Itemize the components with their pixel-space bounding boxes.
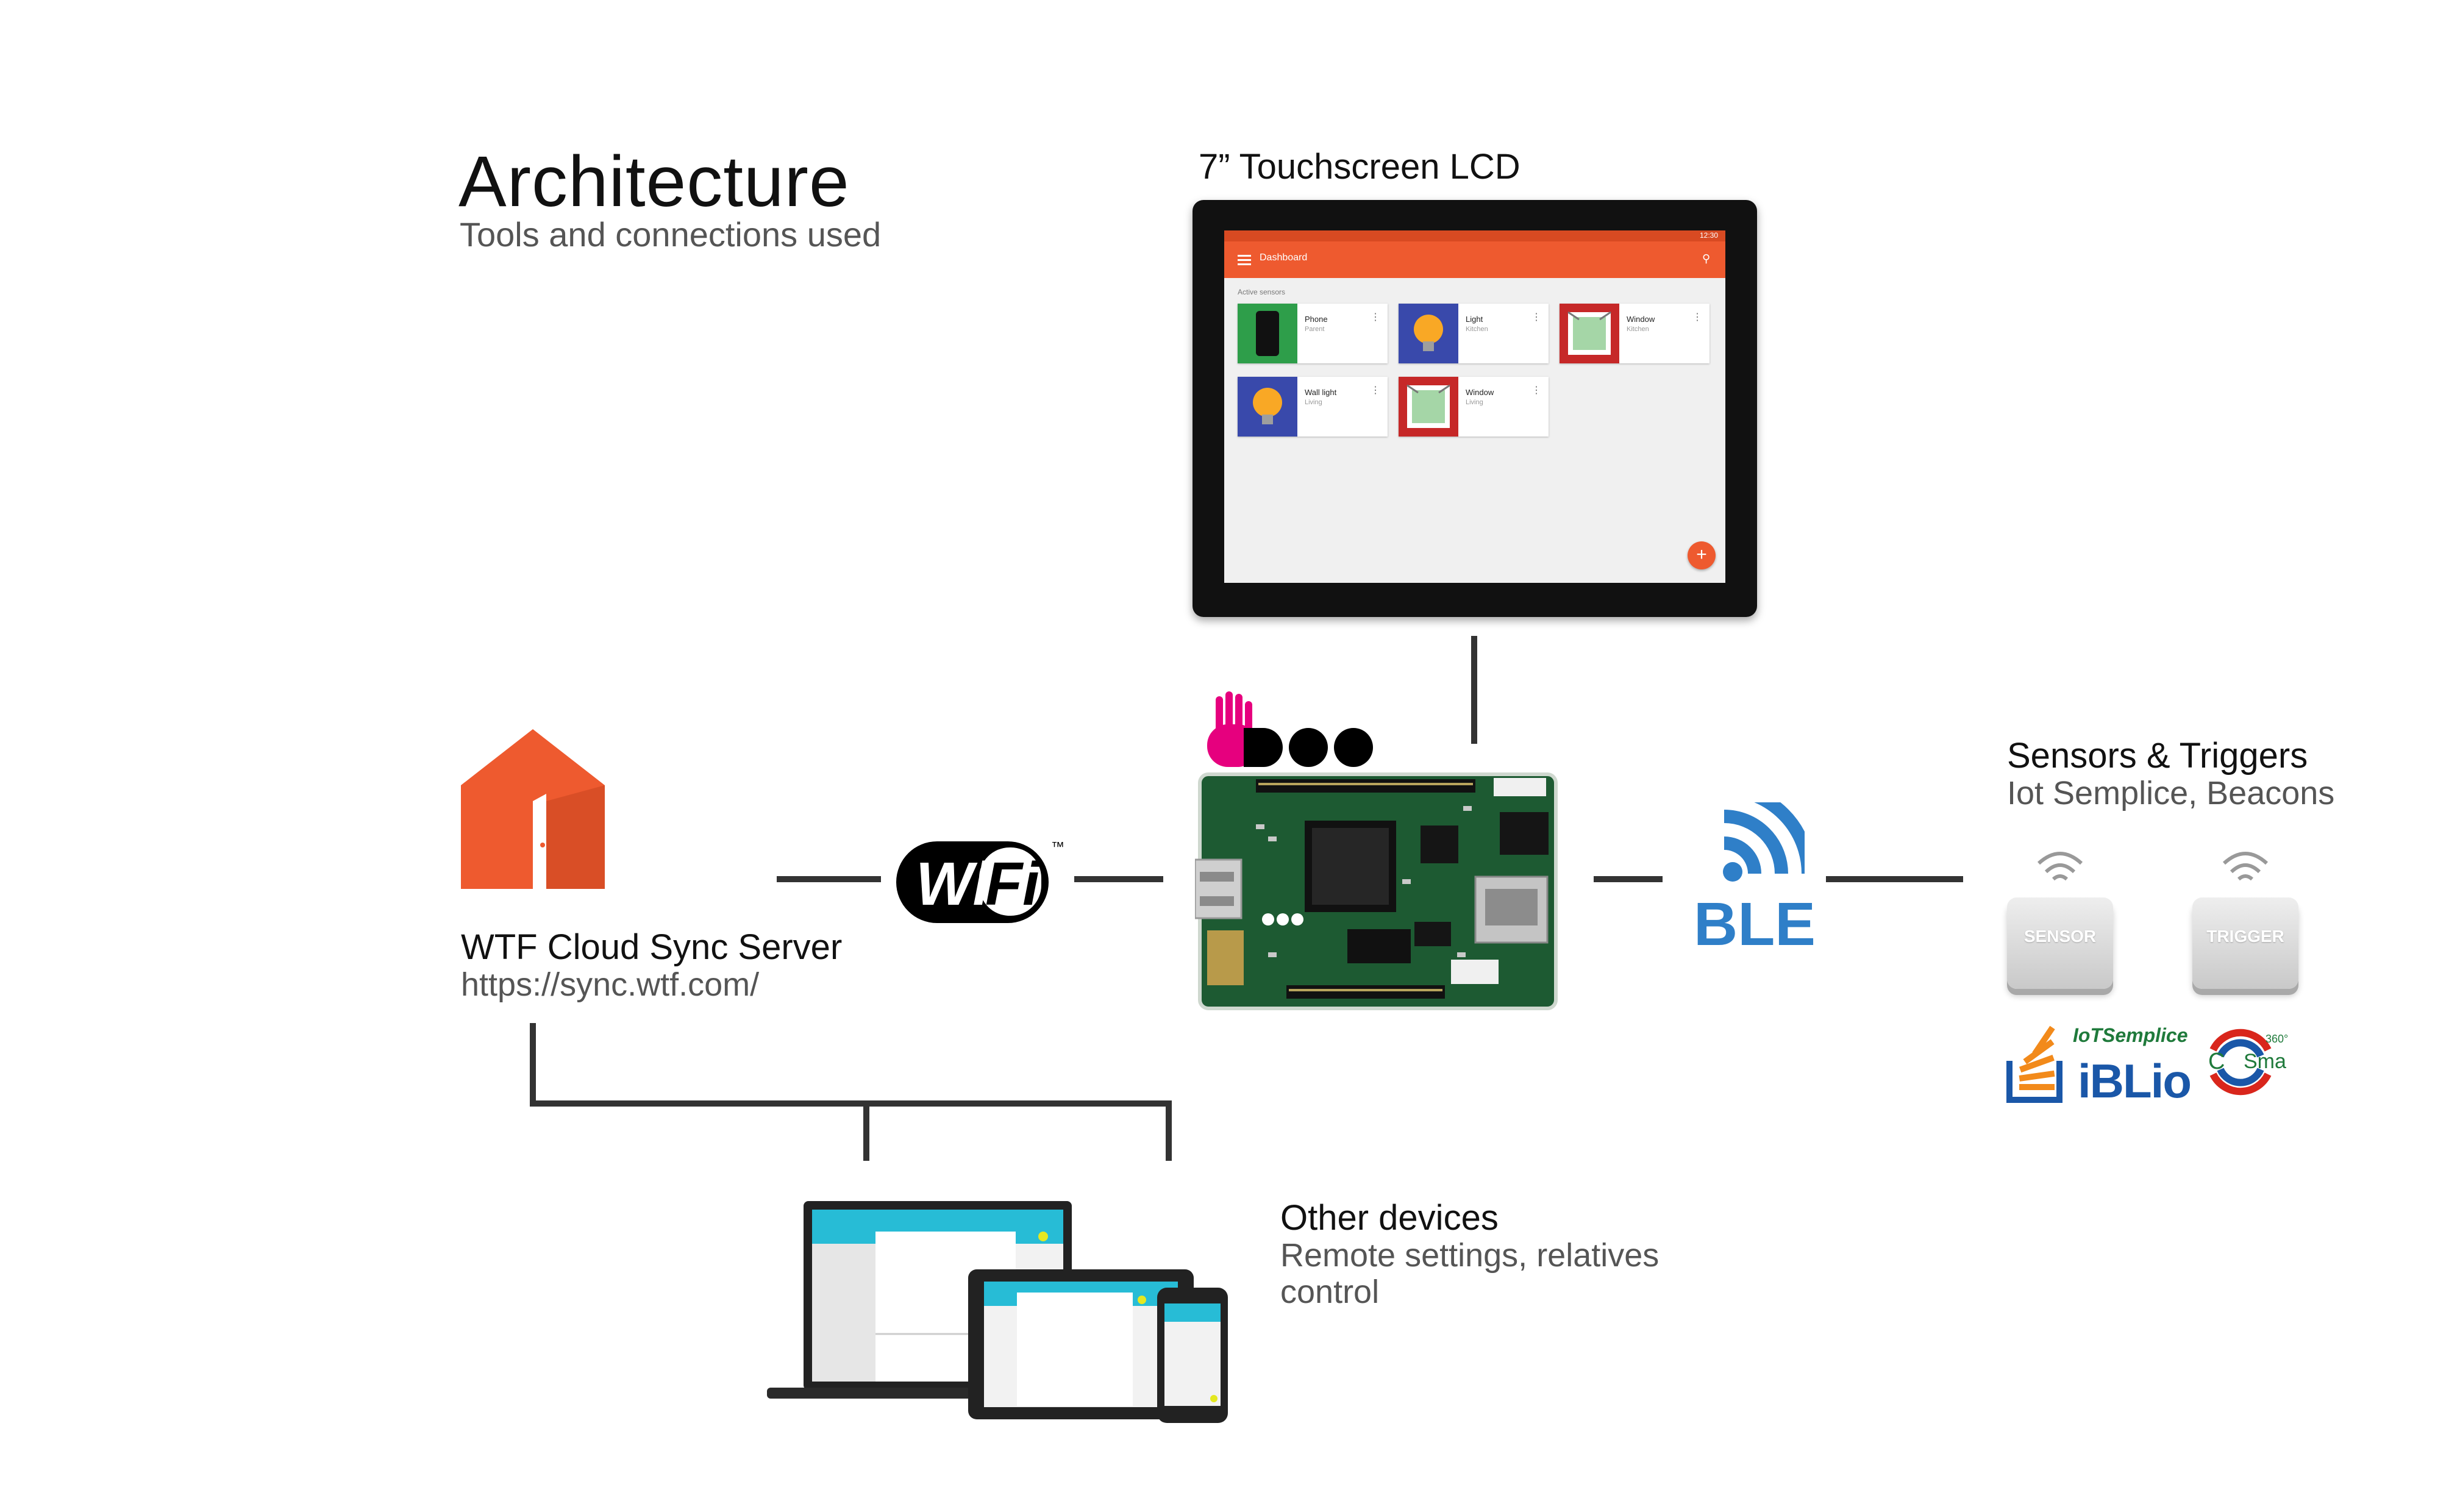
card-name: Window [1627,315,1655,324]
home-icon [461,729,605,889]
add-sensor-button[interactable]: + [1688,541,1716,569]
menu-icon[interactable] [1238,255,1251,265]
page-subtitle: Tools and connections used [460,215,882,254]
more-vert-icon[interactable]: ⋮ [1531,312,1541,323]
wifi-text-right: Fi [985,850,1039,918]
card-name: Wall light [1305,388,1337,397]
card-room: Kitchen [1627,326,1649,333]
card-room: Living [1466,399,1483,406]
search-icon[interactable]: ⚲ [1702,252,1711,265]
other-devices-illustration [767,1201,1228,1423]
cosma-logo-icon [2209,1029,2272,1096]
page-title: Architecture [458,141,850,222]
section-label: Active sensors [1238,288,1286,296]
wifi-trademark: ™ [1051,839,1064,854]
devices-sublabel-1: Remote settings, relatives [1280,1237,1660,1274]
tablet-icon [968,1269,1194,1419]
trigger-chip[interactable]: TRIGGER [2192,897,2298,989]
more-vert-icon[interactable]: ⋮ [1692,312,1702,323]
iotsemplice-stack-icon [2006,1025,2062,1103]
sensor-wireless-icon [2037,852,2083,881]
app-title: Dashboard [1260,252,1308,263]
ble-signal-icon [1723,802,1805,882]
app-bar: 12:30 Dashboard ⚲ [1224,230,1725,278]
wifi-text-left: Wi [916,850,990,918]
lightbulb-icon [1399,304,1458,363]
trigger-chip-label: TRIGGER [2206,927,2284,946]
sensor-chip[interactable]: SENSOR [2007,897,2113,989]
card-name: Phone [1305,315,1328,324]
card-name: Light [1466,315,1483,324]
server-label: WTF Cloud Sync Server [461,927,843,967]
cosma-sma: Sma [2244,1050,2286,1073]
cosma-c: C [2208,1049,2225,1074]
trigger-wireless-icon [2222,852,2269,881]
iotsemplice-logo: IoTSemplice [2073,1024,2188,1046]
window-icon [1399,377,1458,437]
phone-icon [1157,1288,1228,1423]
phone-icon [1238,304,1297,363]
more-vert-icon[interactable]: ⋮ [1371,385,1380,396]
more-vert-icon[interactable]: ⋮ [1371,312,1380,323]
window-icon [1560,304,1619,363]
card-room: Parent [1305,326,1325,333]
server-url[interactable]: https://sync.wtf.com/ [461,966,760,1003]
sensor-chip-label: SENSOR [2023,927,2097,946]
sensors-sublabel: Iot Semplice, Beacons [2007,775,2335,811]
iblio-logo: iBLio [2078,1054,2192,1108]
line-server-devices [530,1023,1172,1161]
devices-label: Other devices [1280,1198,1499,1238]
lightbulb-icon [1238,377,1297,437]
cosma-360: 360° [2266,1033,2289,1045]
card-room: Kitchen [1466,326,1488,333]
status-bar: 12:30 [1224,230,1725,241]
udoo-logo [1207,691,1390,767]
card-room: Living [1305,399,1322,406]
devices-sublabel-2: control [1280,1274,1380,1310]
lcd-label: 7” Touchscreen LCD [1199,147,1521,187]
wifi-logo: Wi Fi ™ [896,826,1064,938]
ble-label: BLE [1694,890,1816,958]
card-name: Window [1466,388,1494,397]
udoo-board [1195,772,1558,1010]
more-vert-icon[interactable]: ⋮ [1531,385,1541,396]
status-time: 12:30 [1699,231,1718,240]
sensors-label: Sensors & Triggers [2007,736,2308,776]
